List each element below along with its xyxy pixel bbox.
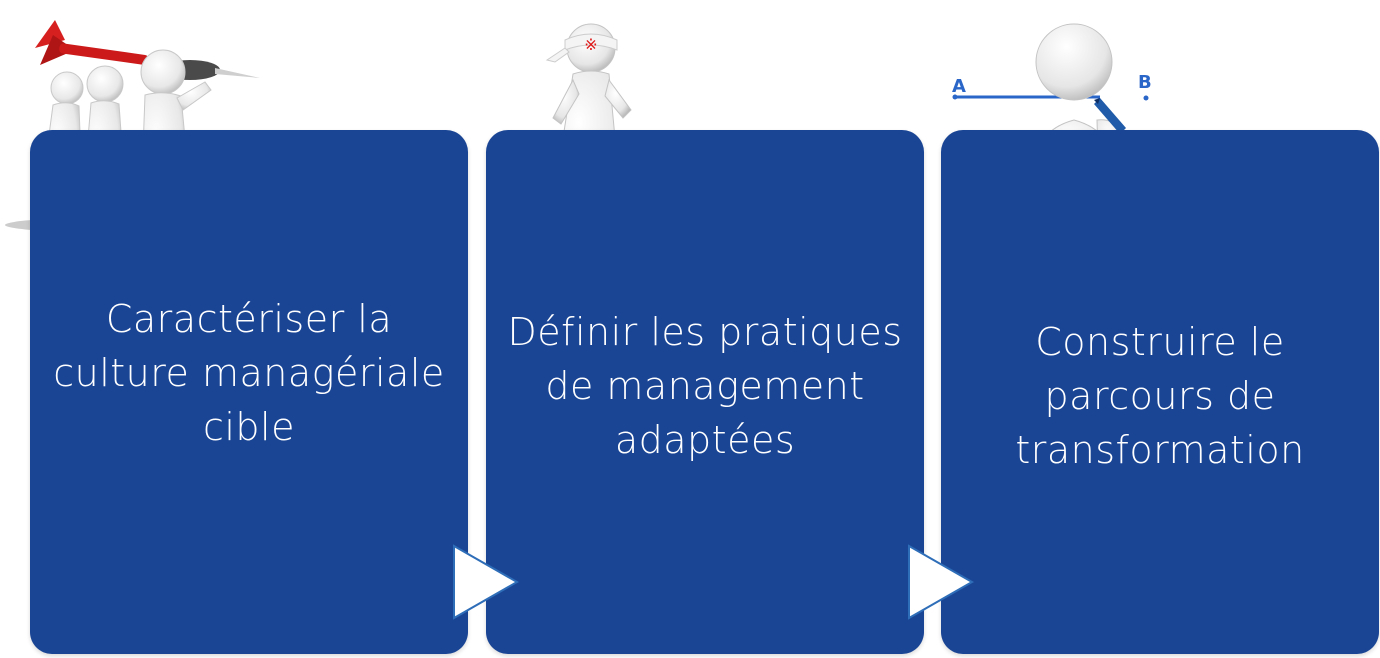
next-step-arrow-icon (908, 544, 975, 620)
next-step-arrow-icon (453, 544, 520, 620)
step-1-label: Caractériser la culture managériale cibl… (53, 297, 445, 449)
step-card-3: Construire le parcours de transformation (941, 130, 1379, 654)
step-card-1: Caractériser la culture managériale cibl… (30, 130, 468, 654)
step-card-2: Définir les pratiques de management adap… (486, 130, 924, 654)
svg-text:※: ※ (584, 35, 597, 54)
step-3-label: Construire le parcours de transformation (1015, 320, 1305, 472)
point-b-label: B (1138, 72, 1152, 93)
point-a-label: A (952, 76, 966, 97)
step-2-label: Définir les pratiques de management adap… (507, 310, 903, 462)
